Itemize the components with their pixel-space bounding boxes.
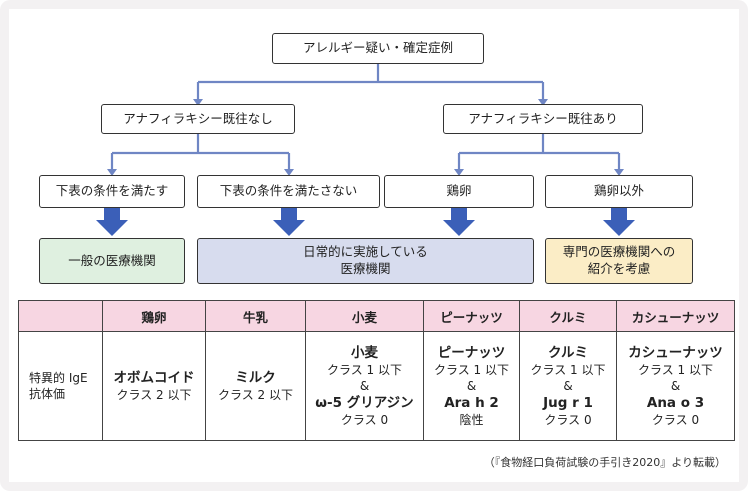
- routine-facility-line2: 医療機関: [340, 261, 391, 276]
- cell-line: クラス 0: [544, 413, 592, 428]
- header-cell: ピーナッツ: [423, 300, 520, 332]
- cell-allergen: カシューナッツ: [628, 344, 723, 361]
- table-header-row: 鶏卵 牛乳 小麦 ピーナッツ クルミ カシューナッツ: [18, 300, 735, 332]
- cell-line: クラス 2 以下: [116, 388, 192, 403]
- cell-line: クラス 1 以下: [530, 362, 606, 377]
- specialist-box: 専門の医療機関への 紹介を考慮: [545, 238, 693, 284]
- cell-component: Jug r 1: [543, 395, 593, 412]
- cell-line: &: [563, 378, 573, 393]
- anaphylaxis-box: アナフィラキシー既往あり: [443, 104, 643, 134]
- connector-right: [457, 134, 621, 170]
- egg-box: 鶏卵: [384, 175, 534, 208]
- cell-allergen: 小麦: [351, 344, 378, 361]
- table-row: 特異的 IgE 抗体価 オボムコイド クラス 2 以下 ミルク クラス 2 以下…: [18, 331, 735, 441]
- cell-line: クラス 1 以下: [326, 362, 403, 377]
- cell-component: ω-5 グリアジン: [315, 395, 414, 412]
- cell-line: &: [670, 378, 681, 393]
- routine-facility-box: 日常的に実施している 医療機関: [197, 238, 534, 284]
- routine-facility-line1: 日常的に実施している: [303, 244, 428, 260]
- cond-not-meet-label: 下表の条件を満たさない: [219, 183, 358, 199]
- header-cell: 牛乳: [205, 300, 306, 332]
- table-cell: ミルク クラス 2 以下: [205, 331, 306, 441]
- arrowhead-right: [538, 99, 548, 106]
- table-cell: 小麦 クラス 1 以下 & ω-5 グリアジン クラス 0: [305, 331, 424, 441]
- arrowhead-egg: [454, 169, 464, 176]
- table-cell: カシューナッツ クラス 1 以下 & Ana o 3 クラス 0: [616, 331, 735, 441]
- table-cell: クルミ クラス 1 以下 & Jug r 1 クラス 0: [519, 331, 617, 441]
- cell-allergen: ミルク: [235, 369, 276, 386]
- row-label: 特異的 IgE 抗体価: [18, 331, 103, 441]
- cell-component: Ara h 2: [444, 395, 499, 412]
- egg-label: 鶏卵: [446, 183, 472, 199]
- thick-arrow-general: [96, 208, 128, 236]
- cell-line: クラス 1 以下: [433, 362, 510, 377]
- row-label-line: 抗体価: [29, 387, 66, 401]
- arrowhead-non-egg: [614, 169, 624, 176]
- criteria-table: 鶏卵 牛乳 小麦 ピーナッツ クルミ カシューナッツ 特異的 IgE 抗体価 オ…: [18, 300, 735, 441]
- non-egg-box: 鶏卵以外: [545, 175, 693, 208]
- cell-line: クラス 0: [651, 413, 700, 428]
- no-anaphylaxis-box: アナフィラキシー既往なし: [101, 104, 295, 134]
- thick-arrow-specialist: [603, 208, 635, 236]
- cell-allergen: オボムコイド: [113, 369, 195, 386]
- cell-line: クラス 2 以下: [217, 388, 294, 403]
- cell-line: クラス 0: [340, 413, 389, 428]
- anaphylaxis-label: アナフィラキシー既往あり: [468, 110, 618, 126]
- header-cell: 小麦: [305, 300, 424, 332]
- cell-line: &: [359, 378, 370, 393]
- specialist-line2: 紹介を考慮: [587, 261, 651, 276]
- general-facility-label: 一般の医療機関: [68, 252, 156, 268]
- header-cell: クルミ: [519, 300, 617, 332]
- header-corner: [18, 300, 103, 332]
- cell-component: Ana o 3: [646, 395, 705, 412]
- root-box: アレルギー疑い・確定症例: [272, 33, 484, 64]
- arrowhead-cond-meet: [107, 169, 117, 176]
- cell-line: 陰性: [459, 413, 484, 428]
- cell-line: &: [466, 378, 477, 393]
- cond-not-meet-box: 下表の条件を満たさない: [197, 175, 380, 208]
- cond-meet-label: 下表の条件を満たす: [55, 183, 169, 199]
- table-cell: ピーナッツ クラス 1 以下 & Ara h 2 陰性: [423, 331, 520, 441]
- cell-allergen: クルミ: [547, 344, 589, 361]
- arrowhead-left: [193, 99, 203, 106]
- arrowhead-cond-not-meet: [284, 169, 294, 176]
- table-cell: オボムコイド クラス 2 以下: [102, 331, 206, 441]
- cell-allergen: ピーナッツ: [437, 344, 506, 361]
- thick-arrow-routine-1: [273, 208, 305, 236]
- cell-line: クラス 1 以下: [637, 362, 714, 377]
- thick-arrow-routine-2: [443, 208, 475, 236]
- header-cell: 鶏卵: [102, 300, 206, 332]
- source-citation: （『食物経口負荷試験の手引き2020』より転載）: [483, 456, 726, 469]
- no-anaphylaxis-label: アナフィラキシー既往なし: [123, 110, 273, 126]
- row-label-line: 特異的 IgE: [29, 370, 88, 385]
- cond-meet-box: 下表の条件を満たす: [39, 175, 185, 208]
- non-egg-label: 鶏卵以外: [593, 183, 644, 199]
- connector-root: [196, 64, 545, 100]
- root-label: アレルギー疑い・確定症例: [302, 40, 453, 56]
- header-cell: カシューナッツ: [616, 300, 735, 332]
- connector-left: [110, 134, 291, 170]
- general-facility-box: 一般の医療機関: [39, 238, 185, 284]
- specialist-line1: 専門の医療機関への: [562, 244, 676, 260]
